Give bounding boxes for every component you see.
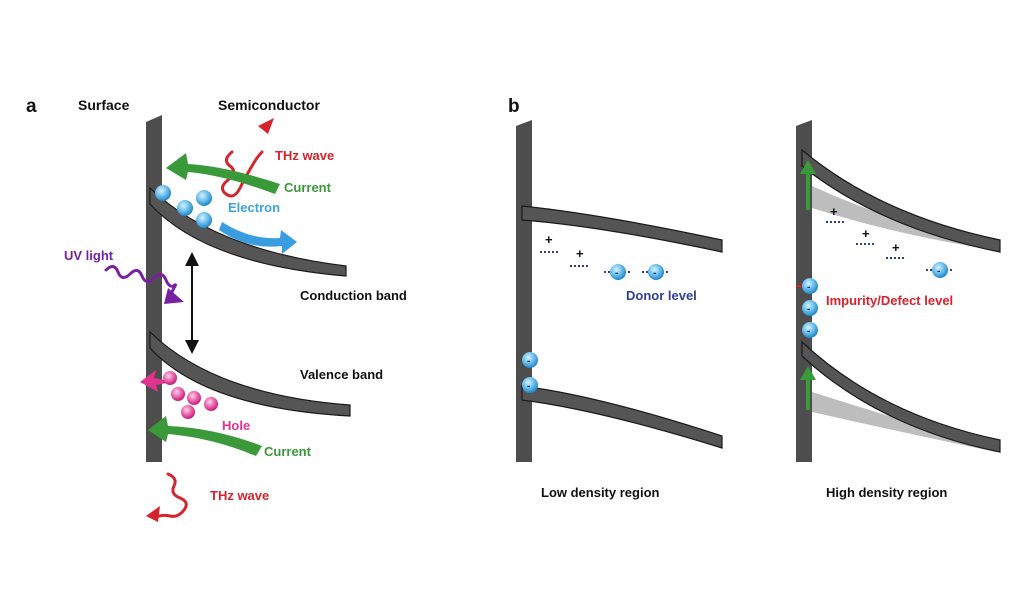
thz-wave-bottom-icon: [152, 472, 188, 520]
uv-light-label: UV light: [64, 248, 114, 263]
low-surface-electron-sign: -: [527, 381, 530, 392]
band-gap-arrowhead-down: [185, 340, 199, 354]
donor-level-label: Donor level: [626, 288, 697, 303]
valence-band: [149, 330, 351, 417]
low-density-diagram: + + - - Donor level - - Low density regi…: [516, 120, 723, 500]
thz-wave-top-icon: [221, 150, 264, 198]
high-impurity-electron-icon: [932, 262, 948, 278]
low-surface-electron-sign: -: [527, 356, 530, 367]
high-surface-electron-icon: [802, 322, 818, 338]
valence-band-label: Valence band: [300, 367, 383, 382]
high-valence-band: [801, 340, 1001, 453]
hole-label: Hole: [222, 418, 250, 433]
low-donor-electron-sign: -: [653, 268, 656, 279]
panel-b: b + + - - Donor level - - Low density re…: [508, 96, 1001, 500]
hole-icon: [163, 371, 177, 385]
low-surface-bar: [516, 120, 532, 462]
surface-label: Surface: [78, 97, 130, 113]
panel-a: a Surface Semiconductor THz wave Current…: [26, 96, 407, 522]
electron-icon: [155, 185, 171, 201]
high-valence-bending-arrow: [800, 366, 816, 410]
high-density-region-label: High density region: [826, 485, 947, 500]
thz-wave-bottom-arrowhead: [146, 506, 160, 522]
hole-icon: [171, 387, 185, 401]
panel-a-label: a: [26, 96, 37, 117]
electron-icon: [196, 190, 212, 206]
semiconductor-label: Semiconductor: [218, 97, 320, 113]
electron-icon: [196, 212, 212, 228]
low-plus-sign: +: [576, 246, 584, 261]
electron-flow-arrow: [219, 222, 297, 254]
hole-icon: [204, 397, 218, 411]
current-top-arrow: [166, 153, 280, 194]
high-surface-electron-sign: -: [807, 304, 810, 315]
high-plus-sign: +: [830, 204, 838, 219]
high-surface-electron-sign: -: [807, 282, 810, 293]
high-plus-sign: +: [862, 226, 870, 241]
surface-bar: [146, 115, 162, 462]
panel-b-label: b: [508, 96, 520, 117]
hole-flow-arrow: [140, 370, 172, 392]
low-valence-band: [521, 385, 723, 449]
high-impurity-electron-sign: -: [937, 266, 940, 277]
high-surface-electron-icon: [802, 278, 818, 294]
high-density-diagram: + + + - - - - Impurity/Defect level High…: [796, 120, 1001, 500]
current-bottom-arrow: [148, 416, 262, 456]
electron-icon: [177, 200, 193, 216]
impurity-defect-level-label: Impurity/Defect level: [826, 293, 953, 308]
hole-icon: [181, 405, 195, 419]
thz-wave-bottom-label: THz wave: [210, 488, 269, 503]
high-surface-electron-icon: [802, 300, 818, 316]
hole-icon: [187, 391, 201, 405]
electron-label: Electron: [228, 200, 280, 215]
low-surface-electron-icon: [522, 377, 538, 393]
low-donor-electron-icon: [648, 264, 664, 280]
thz-wave-top-arrowhead: [258, 118, 274, 134]
thz-wave-top-label: THz wave: [275, 148, 334, 163]
low-conduction-band: [521, 205, 723, 253]
current-top-label: Current: [284, 180, 332, 195]
uv-light-wave-icon: [104, 265, 178, 298]
high-surface-electron-sign: -: [807, 326, 810, 337]
high-conduction-bending-arrow: [800, 160, 816, 210]
high-plus-sign: +: [892, 240, 900, 255]
conduction-band-label: Conduction band: [300, 288, 407, 303]
uv-light-arrowhead: [164, 288, 184, 304]
band-gap-arrowhead-up: [185, 252, 199, 266]
current-bottom-label: Current: [264, 444, 312, 459]
low-donor-electron-icon: [610, 264, 626, 280]
low-plus-sign: +: [545, 232, 553, 247]
low-surface-electron-icon: [522, 352, 538, 368]
low-donor-electron-sign: -: [615, 268, 618, 279]
low-density-region-label: Low density region: [541, 485, 660, 500]
high-conduction-band: [801, 148, 1001, 253]
